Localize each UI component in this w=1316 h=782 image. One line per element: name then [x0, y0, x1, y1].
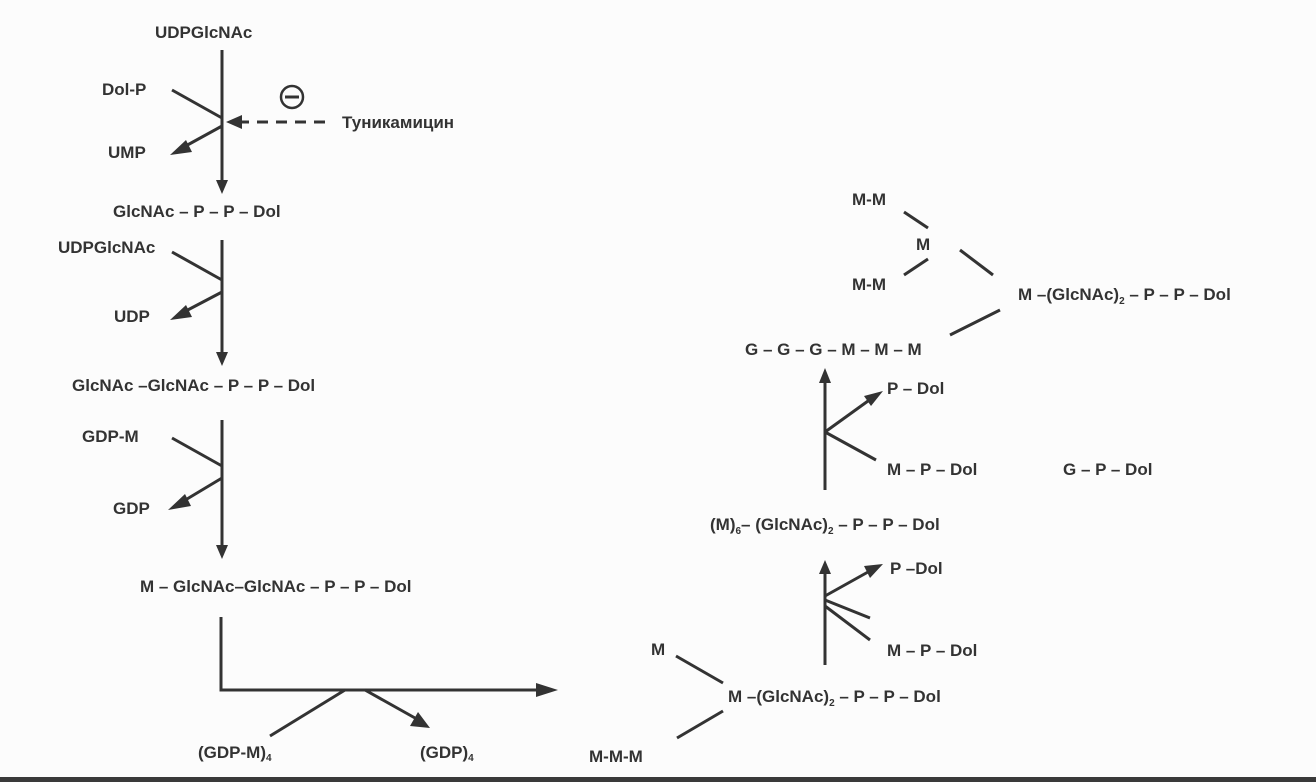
final-node-to-core-line — [959, 248, 994, 277]
final-glucose-mannose-chain-label: G – G – G – M – M – M — [745, 340, 922, 359]
ump-line — [181, 124, 223, 150]
step4-main-arrow — [219, 617, 540, 692]
step1-arrowhead — [216, 180, 228, 194]
ump-label: UMP — [108, 143, 146, 162]
m5-branch-bottom-label: M-M-M — [589, 747, 643, 766]
m5-glcnac2-pp-dol-label: M –(GlcNAc)2 – P – P – Dol — [728, 687, 941, 709]
udpglcnac-label: UDPGlcNAc — [155, 23, 252, 42]
udpglcnac-2-line — [171, 250, 223, 282]
p-dol-2-label: P – Dol — [887, 379, 944, 398]
p-dol-1-line — [824, 570, 869, 598]
gdp4-label: (GDP)4 — [420, 743, 474, 764]
g-p-dol-label: G – P – Dol — [1063, 460, 1152, 479]
glcnac-glcnac-pp-dol-label: GlcNAc –GlcNAc – P – P – Dol — [72, 376, 315, 395]
final-core-label: M –(GlcNAc)2 – P – P – Dol — [1018, 285, 1231, 307]
gdp-m4-label: (GDP-M)4 — [198, 743, 272, 764]
p-dol-1-label: P –Dol — [890, 559, 943, 578]
inhibition-arrowhead — [226, 115, 242, 129]
final-branch-lower-label: M-M — [852, 275, 886, 294]
step5-arrowhead — [819, 560, 831, 574]
final-branch-lower-line — [903, 257, 929, 277]
udp-label: UDP — [114, 307, 150, 326]
final-branch-node-label: M — [916, 235, 930, 254]
ump-arrowhead — [170, 140, 192, 155]
step6-arrowhead — [819, 368, 831, 383]
m5-branch-bottom-line — [676, 709, 724, 740]
gdp-label: GDP — [113, 499, 150, 518]
inhibition-minus-icon — [279, 84, 305, 110]
gdp4-line — [364, 688, 416, 720]
step3-arrowhead — [216, 545, 228, 559]
m6-glcnac2-pp-dol-label: (M)6– (GlcNAc)2 – P – P – Dol — [710, 515, 940, 537]
m5-branch-top-label: M — [651, 640, 665, 659]
dol-p-label: Dol-P — [102, 80, 146, 99]
m-glcnac-glcnac-pp-dol-label: M – GlcNAc–GlcNAc – P – P – Dol — [140, 577, 412, 596]
glcnac-pp-dol-label: GlcNAc – P – P – Dol — [113, 202, 281, 221]
gdp-arrowhead — [168, 494, 191, 510]
gdp-m4-line — [269, 688, 346, 738]
gdp-m-label: GDP-M — [82, 427, 139, 446]
step4-arrowhead — [536, 683, 558, 697]
p-dol-2-line — [824, 399, 869, 434]
m-p-dol-1-label: M – P – Dol — [887, 641, 977, 660]
udpglcnac-2-label: UDPGlcNAc — [58, 238, 155, 257]
gdp-line — [181, 476, 223, 504]
final-chain-to-core-line — [949, 308, 1001, 337]
gdp4-arrowhead — [410, 712, 430, 728]
p-dol-1-arrowhead — [864, 564, 883, 578]
dol-p-line — [171, 88, 223, 120]
m-p-dol-2-label: M – P – Dol — [887, 460, 977, 479]
m-p-dol-1-connector — [824, 604, 871, 642]
m-p-dol-2-line — [824, 430, 877, 462]
udp-line — [181, 290, 223, 315]
gdp-m-line — [171, 436, 223, 468]
step2-arrowhead — [216, 352, 228, 366]
p-dol-2-arrowhead — [864, 391, 883, 406]
final-branch-upper-line — [903, 210, 929, 230]
tunicamycin-label: Туникамицин — [342, 113, 454, 132]
m5-branch-top-line — [675, 654, 724, 685]
m-p-dol-1-line — [824, 598, 871, 620]
bottom-border — [0, 777, 1316, 782]
final-branch-upper-label: M-M — [852, 190, 886, 209]
udp-arrowhead — [170, 305, 192, 320]
